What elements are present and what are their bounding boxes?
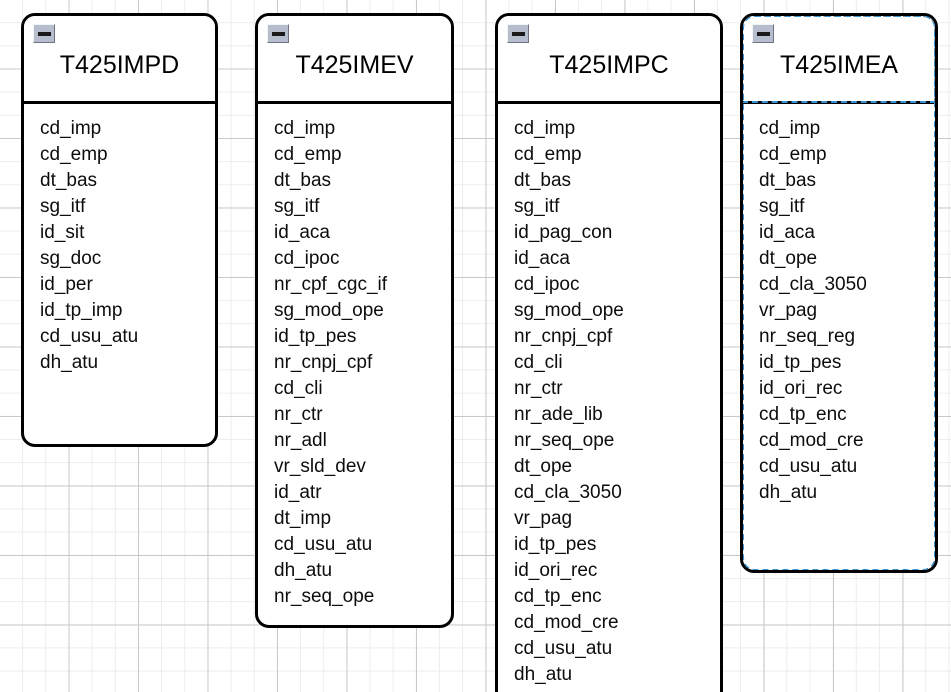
minus-icon[interactable] bbox=[33, 24, 55, 43]
entity-field[interactable]: dh_atu bbox=[40, 352, 99, 373]
entity-field[interactable]: cd_emp bbox=[274, 144, 342, 165]
entity-field[interactable]: dh_atu bbox=[274, 560, 333, 581]
entity-field[interactable]: sg_itf bbox=[514, 196, 560, 217]
minus-icon-bar bbox=[37, 31, 51, 36]
entity-field[interactable]: cd_tp_enc bbox=[759, 404, 847, 425]
entity-title: T425IMEA bbox=[779, 51, 899, 79]
entity-field[interactable]: nr_cnpj_cpf bbox=[274, 352, 373, 373]
entity-title: T425IMEV bbox=[295, 51, 414, 79]
entity-field[interactable]: cd_mod_cre bbox=[759, 430, 864, 451]
entity-field[interactable]: nr_ade_lib bbox=[514, 404, 603, 425]
entity-field-list: cd_imp cd_emp dt_bas sg_itf id_aca cd_ipoc nr_… bbox=[258, 104, 451, 620]
entity-field[interactable]: dt_bas bbox=[40, 170, 98, 191]
entity-field[interactable]: sg_itf bbox=[759, 196, 805, 217]
entity-field[interactable]: vr_pag bbox=[514, 508, 573, 529]
entity-field[interactable]: dh_atu bbox=[759, 482, 818, 503]
entity-field[interactable]: cd_cli bbox=[274, 378, 323, 399]
entity-title: T425IMPC bbox=[549, 51, 669, 79]
entity-field[interactable]: id_pag_con bbox=[514, 222, 613, 243]
entity-field[interactable]: cd_emp bbox=[514, 144, 582, 165]
entity-field[interactable]: dt_imp bbox=[274, 508, 332, 529]
entity-field[interactable]: cd_usu_atu bbox=[40, 326, 139, 347]
entity-field[interactable]: id_aca bbox=[759, 222, 815, 243]
entity-field[interactable]: id_aca bbox=[514, 248, 570, 269]
entity-field[interactable]: cd_tp_enc bbox=[514, 586, 602, 607]
entity-field[interactable]: nr_seq_reg bbox=[759, 326, 856, 347]
entity-field[interactable]: id_ori_rec bbox=[759, 378, 843, 399]
entity-field[interactable]: cd_cli bbox=[514, 352, 563, 373]
entity-field[interactable]: id_aca bbox=[274, 222, 330, 243]
entity-field[interactable]: vr_pag bbox=[759, 300, 818, 321]
entity-field[interactable]: cd_imp bbox=[40, 118, 102, 139]
entity-field[interactable]: cd_cla_3050 bbox=[759, 274, 867, 295]
entity-field[interactable]: dt_ope bbox=[514, 456, 573, 477]
entity-field[interactable]: dt_bas bbox=[759, 170, 817, 191]
entity-field[interactable]: nr_ctr bbox=[514, 378, 563, 399]
entity-field[interactable]: cd_mod_cre bbox=[514, 612, 619, 633]
entity-field-list: cd_imp cd_emp dt_bas sg_itf id_sit sg_doc id_p… bbox=[24, 104, 215, 386]
entity-field[interactable]: dt_bas bbox=[274, 170, 332, 191]
entity-field[interactable]: id_sit bbox=[40, 222, 85, 243]
entity-field[interactable]: id_per bbox=[40, 274, 93, 295]
entity-field[interactable]: sg_mod_ope bbox=[274, 300, 384, 321]
entity-field[interactable]: id_ori_rec bbox=[514, 560, 598, 581]
entity-field[interactable]: cd_usu_atu bbox=[274, 534, 373, 555]
entity-table-t425impc[interactable]: T425IMPC cd_imp cd_emp dt_bas sg_itf id_pag_c… bbox=[495, 13, 723, 692]
entity-field[interactable]: cd_imp bbox=[759, 118, 821, 139]
entity-header: T425IMPC bbox=[498, 16, 720, 104]
minus-icon-bar bbox=[511, 31, 525, 36]
minus-icon[interactable] bbox=[507, 24, 529, 43]
entity-header: T425IMEA bbox=[743, 16, 935, 104]
minus-icon[interactable] bbox=[752, 24, 774, 43]
entity-field[interactable]: cd_emp bbox=[759, 144, 827, 165]
entity-field[interactable]: cd_cla_3050 bbox=[514, 482, 622, 503]
entity-field[interactable]: cd_ipoc bbox=[514, 274, 580, 295]
entity-field[interactable]: cd_usu_atu bbox=[514, 638, 613, 659]
entity-field[interactable]: nr_ctr bbox=[274, 404, 323, 425]
entity-field[interactable]: dt_ope bbox=[759, 248, 818, 269]
entity-field[interactable]: dh_atu bbox=[514, 664, 573, 685]
entity-field[interactable]: nr_seq_ope bbox=[514, 430, 615, 451]
minus-icon[interactable] bbox=[267, 24, 289, 43]
entity-field[interactable]: cd_emp bbox=[40, 144, 108, 165]
entity-field[interactable]: nr_seq_ope bbox=[274, 586, 375, 607]
entity-field[interactable]: sg_doc bbox=[40, 248, 102, 269]
entity-field[interactable]: sg_itf bbox=[274, 196, 320, 217]
entity-field[interactable]: nr_cnpj_cpf bbox=[514, 326, 613, 347]
entity-field[interactable]: nr_cpf_cgc_if bbox=[274, 274, 388, 295]
entity-header: T425IMPD bbox=[24, 16, 215, 104]
entity-field[interactable]: id_atr bbox=[274, 482, 322, 503]
minus-icon-bar bbox=[271, 31, 285, 36]
entity-field[interactable]: sg_itf bbox=[40, 196, 86, 217]
entity-field[interactable]: dt_bas bbox=[514, 170, 572, 191]
entity-field[interactable]: id_tp_pes bbox=[759, 352, 842, 373]
entity-field[interactable]: id_tp_pes bbox=[274, 326, 357, 347]
entity-field[interactable]: sg_mod_ope bbox=[514, 300, 624, 321]
entity-field[interactable]: cd_imp bbox=[514, 118, 576, 139]
minus-icon-bar bbox=[756, 31, 770, 36]
entity-field[interactable]: cd_usu_atu bbox=[759, 456, 858, 477]
entity-field[interactable]: vr_sld_dev bbox=[274, 456, 366, 477]
entity-field[interactable]: cd_imp bbox=[274, 118, 336, 139]
entity-field[interactable]: id_tp_imp bbox=[40, 300, 123, 321]
entity-field-list: cd_imp cd_emp dt_bas sg_itf id_aca dt_ope cd_c… bbox=[743, 104, 935, 516]
entity-field[interactable]: id_tp_pes bbox=[514, 534, 597, 555]
entity-field-list: cd_imp cd_emp dt_bas sg_itf id_pag_con id_aca… bbox=[498, 104, 720, 692]
entity-field[interactable]: cd_ipoc bbox=[274, 248, 340, 269]
entity-title: T425IMPD bbox=[59, 51, 180, 79]
entity-header: T425IMEV bbox=[258, 16, 451, 104]
entity-field[interactable]: nr_adl bbox=[274, 430, 327, 451]
